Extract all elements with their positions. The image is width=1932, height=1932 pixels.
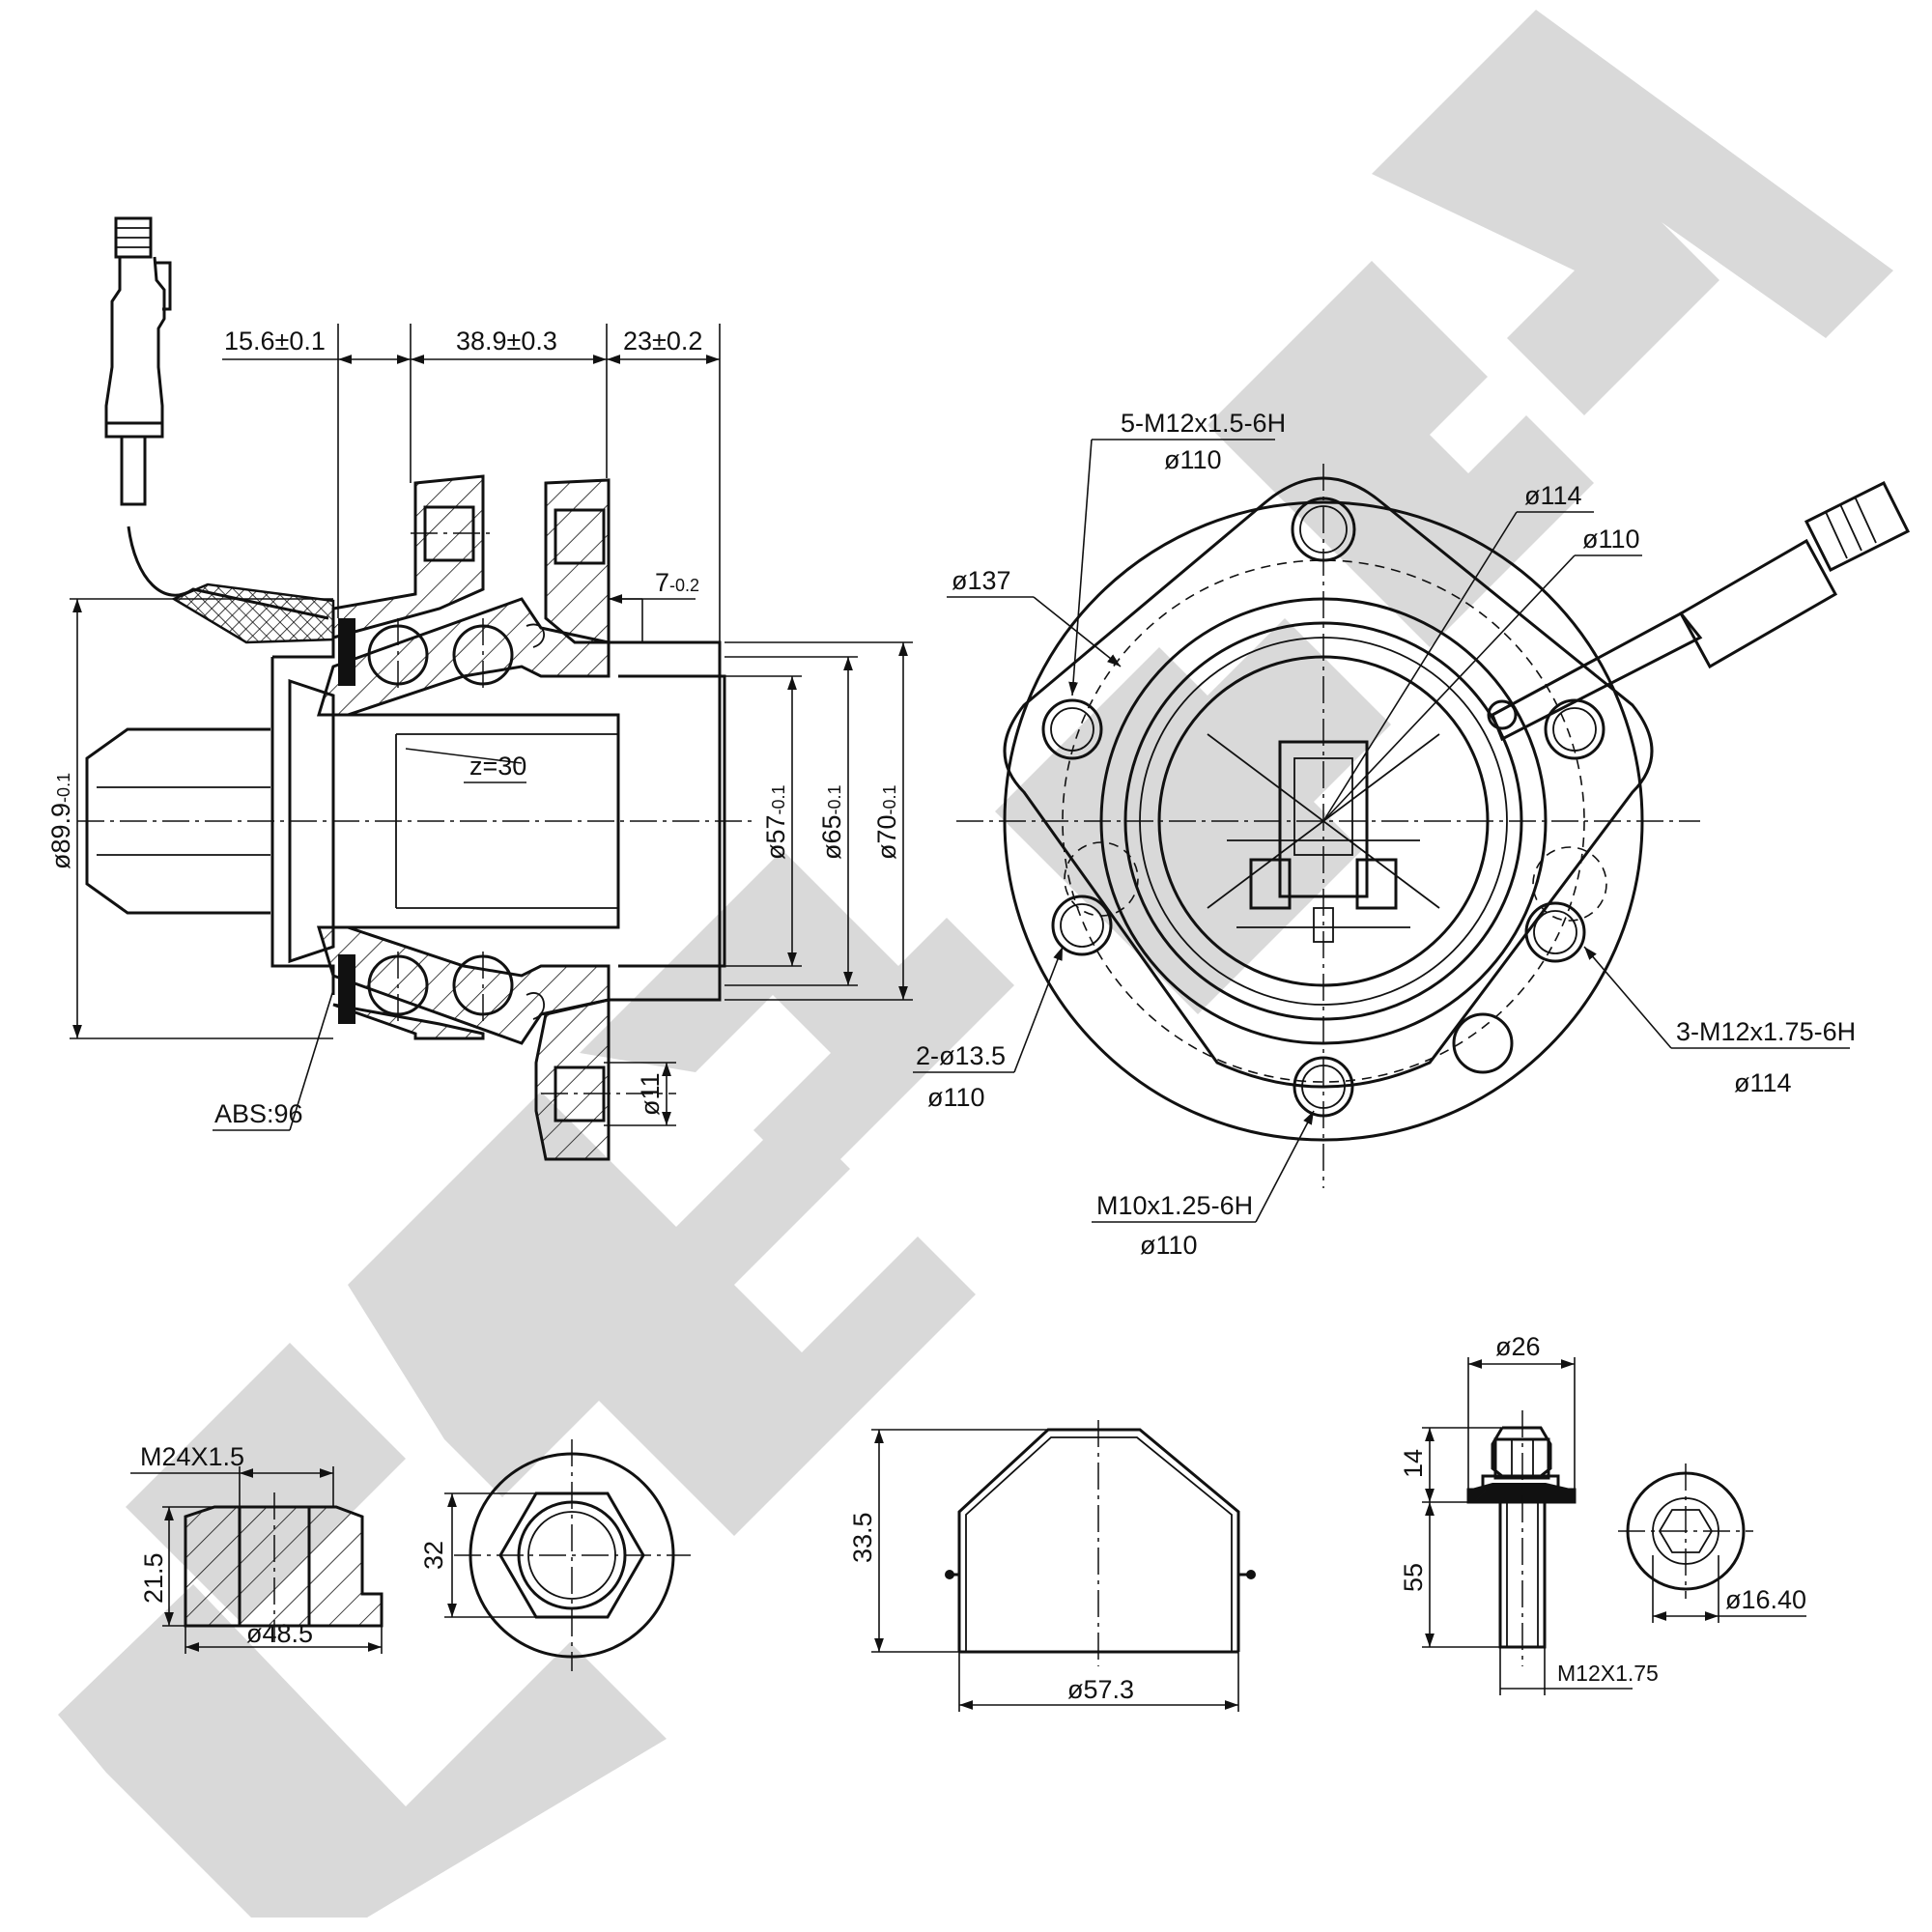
hub-bore bbox=[333, 674, 726, 968]
bearing-housing-outer bbox=[270, 638, 335, 995]
bolt-head-dia-label: ø26 bbox=[1495, 1332, 1541, 1361]
nut-thread-label: M24X1.5 bbox=[140, 1442, 244, 1471]
dia-114-label: ø114 bbox=[1524, 481, 1582, 510]
hub-face-ring bbox=[1123, 621, 1523, 1021]
cap-dia-label: ø57.3 bbox=[1067, 1675, 1134, 1704]
dim-pilot-length: 23±0.2 bbox=[623, 327, 702, 355]
watermark bbox=[58, 10, 1893, 1918]
front-sensor bbox=[1487, 480, 1911, 742]
flange-stud-hole-upper bbox=[554, 508, 606, 565]
wheel-bolt: ø26 14 55 M12X1.75 ø16.40 bbox=[1399, 1332, 1806, 1695]
sensor-cable-sheath bbox=[171, 582, 335, 644]
dia-110-label: ø110 bbox=[1582, 525, 1640, 554]
dim-bearing-width: 38.9±0.3 bbox=[456, 327, 557, 355]
nut-section bbox=[184, 1505, 384, 1628]
hub-flange-lower bbox=[534, 998, 611, 1161]
holes-2-label: 2-ø13.5 bbox=[916, 1041, 1006, 1070]
bolt-length-label: 55 bbox=[1399, 1563, 1428, 1592]
housing-flange-upper bbox=[331, 474, 485, 639]
dia-137-label: ø137 bbox=[952, 566, 1011, 595]
bolt-head bbox=[1491, 1426, 1552, 1478]
thread-3-pcd: ø114 bbox=[1734, 1068, 1792, 1097]
watermark-letter-e2 bbox=[1208, 261, 1594, 647]
dim-dia-89-9: ø89.9-0.1 bbox=[46, 773, 75, 869]
hub-face-outer bbox=[1099, 597, 1548, 1045]
dim-flange-offset: 15.6±0.1 bbox=[224, 327, 326, 355]
watermark-letter-e bbox=[348, 1092, 976, 1536]
watermark-letter-z bbox=[58, 1584, 667, 1918]
pcd-circle bbox=[1062, 559, 1585, 1083]
hub-pilot bbox=[609, 640, 722, 1002]
bolt-head-height-label: 14 bbox=[1399, 1449, 1428, 1478]
axle-stub bbox=[85, 727, 270, 915]
abs-sensor-connector bbox=[104, 216, 172, 506]
hub-bore-face bbox=[1157, 655, 1490, 987]
bolt-socket-dia-label: ø16.40 bbox=[1725, 1585, 1806, 1614]
dust-cap-profile bbox=[957, 1428, 1240, 1652]
dim-dia-70: ø70-0.1 bbox=[872, 784, 901, 860]
watermark-letter-k bbox=[1372, 10, 1893, 415]
thread-5-label: 5-M12x1.5-6H bbox=[1121, 409, 1286, 438]
thread-m10-pcd: ø110 bbox=[1140, 1231, 1198, 1260]
abs-ring-label: ABS:96 bbox=[214, 1099, 303, 1128]
dim-dia-65: ø65-0.1 bbox=[817, 784, 846, 860]
watermark-letter-n bbox=[580, 850, 1014, 1188]
bolt-thread-label: M12X1.75 bbox=[1557, 1661, 1659, 1686]
dim-dia-11: ø11 bbox=[636, 1072, 665, 1116]
spline-teeth-count: z=30 bbox=[469, 752, 526, 781]
front-bolt-holes bbox=[1041, 497, 1607, 1118]
cap-height-label: 33.5 bbox=[848, 1512, 877, 1563]
thread-3-label: 3-M12x1.75-6H bbox=[1676, 1017, 1856, 1046]
dim-dia-57: ø57-0.1 bbox=[761, 784, 790, 860]
side-section-view: 15.6±0.1 38.9±0.3 23±0.2 7-0.2 z=30 ø89.… bbox=[46, 216, 913, 1161]
thread-5-pcd: ø110 bbox=[1164, 445, 1222, 474]
bearing-balls bbox=[338, 618, 545, 1024]
dust-cap: 33.5 ø57.3 bbox=[848, 1420, 1256, 1712]
outer-flange-dia-137 bbox=[1003, 500, 1644, 1142]
front-view-dimensions: 5-M12x1.5-6H ø110 ø137 ø114 ø110 2-ø13.5… bbox=[913, 409, 1856, 1260]
hub-nut: M24X1.5 21.5 ø48.5 32 bbox=[130, 1439, 691, 1671]
thread-m10-label: M10x1.25-6H bbox=[1096, 1191, 1253, 1220]
nut-height-label: 21.5 bbox=[139, 1552, 168, 1604]
holes-2-pcd: ø110 bbox=[927, 1083, 985, 1112]
hub-center-detail bbox=[1207, 733, 1440, 943]
nut-hex-size-label: 32 bbox=[419, 1541, 448, 1570]
triangular-flange bbox=[1003, 476, 1654, 1089]
dim-pilot-step: 7-0.2 bbox=[655, 568, 699, 597]
nut-flange-dia-label: ø48.5 bbox=[246, 1619, 313, 1648]
side-view-dimensions: 15.6±0.1 38.9±0.3 23±0.2 7-0.2 z=30 ø89.… bbox=[46, 324, 913, 1131]
housing-flange-lower bbox=[332, 1003, 485, 1040]
watermark-letter-t bbox=[995, 618, 1391, 1014]
front-view: 5-M12x1.5-6H ø110 ø137 ø114 ø110 2-ø13.5… bbox=[913, 409, 1911, 1260]
